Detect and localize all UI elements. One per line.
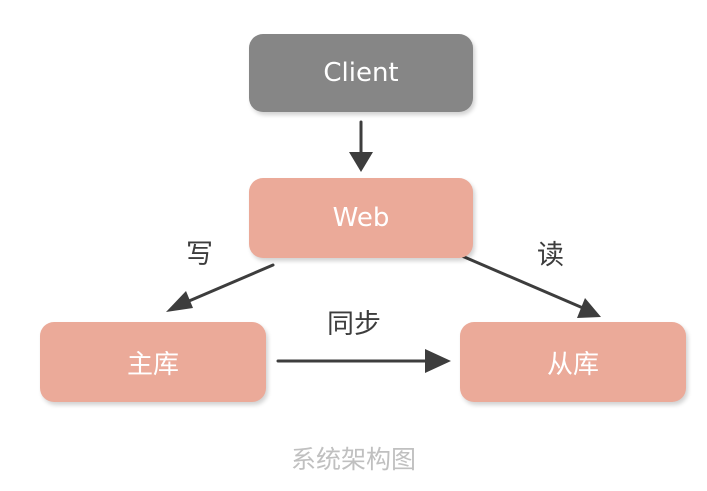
diagram-caption: 系统架构图 bbox=[290, 445, 416, 474]
master-db-node: 主库 bbox=[40, 322, 266, 402]
slave-db-label: 从库 bbox=[546, 349, 599, 380]
arrow-client-to-web bbox=[349, 120, 373, 172]
sync-edge-label: 同步 bbox=[327, 309, 381, 340]
slave-db-node: 从库 bbox=[460, 322, 686, 402]
client-label: Client bbox=[323, 58, 399, 88]
read-edge-label: 读 bbox=[537, 240, 564, 271]
arrow-master-to-slave bbox=[276, 349, 451, 373]
write-edge-label: 写 bbox=[186, 239, 213, 270]
arrow-web-to-master bbox=[166, 263, 275, 312]
master-db-label: 主库 bbox=[126, 349, 179, 380]
client-node: Client bbox=[249, 34, 473, 112]
web-label: Web bbox=[332, 203, 390, 233]
web-node: Web bbox=[249, 178, 473, 258]
arrow-web-to-slave bbox=[460, 254, 601, 318]
